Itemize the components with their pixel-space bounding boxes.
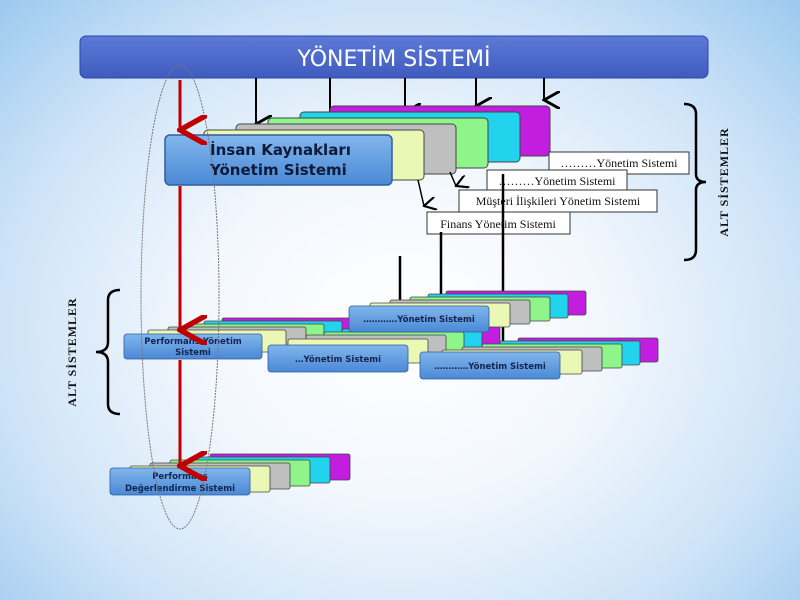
- label-2: ………Yönetim Sistemi: [499, 174, 617, 188]
- right-mgmt-label: …………Yönetim Sistemi: [434, 362, 546, 372]
- label-arrows: [417, 171, 456, 206]
- label-1: ………Yönetim Sistemi: [561, 156, 679, 170]
- perf-eval-line2: Değerlendirme Sistemi: [125, 484, 235, 494]
- mid-mgmt-label: …Yönetim Sistemi: [295, 355, 381, 365]
- highlight-ellipse: [140, 64, 220, 530]
- perf-mgmt-line2: Sistemi: [175, 348, 211, 358]
- level2-stack-top-right: [348, 290, 587, 333]
- label-arrow-finance: [417, 179, 424, 206]
- top-right-mgmt-label: …………Yönetim Sistemi: [363, 315, 475, 325]
- perf-mgmt-line1: Performans Yönetim: [144, 337, 242, 347]
- label-arrow-customer: [449, 171, 456, 186]
- hr-box-line2: Yönetim Sistemi: [209, 161, 347, 179]
- right-mgmt-box: [419, 351, 561, 380]
- left-bracket: [95, 288, 121, 416]
- right-bracket: [683, 102, 707, 262]
- label-finance: Finans Yönetim Sistemi: [440, 217, 556, 231]
- label-box-finance: [426, 211, 571, 235]
- level2-stack-right: [419, 337, 659, 380]
- subsystem-labels: ………Yönetim Sistemi ………Yönetim Sistemi Mü…: [426, 151, 690, 235]
- right-side-label: ALT SİSTEMLER: [717, 127, 731, 236]
- diagram-title: YÖNETİM SİSTEMİ: [296, 46, 490, 72]
- hr-box-line1: İnsan Kaynakları: [210, 140, 351, 159]
- perf-eval-line1: Performans: [152, 472, 208, 482]
- connector-arrows: [256, 78, 544, 124]
- mid-mgmt-box: [267, 344, 409, 373]
- level1-stack: [164, 105, 551, 186]
- hr-management-box: [164, 134, 393, 186]
- top-right-mgmt-box: [348, 305, 490, 333]
- label-customer-relations: Müşteri İlişkileri Yönetim Sistemi: [476, 194, 641, 208]
- left-side-label: ALT SİSTEMLER: [65, 297, 79, 406]
- title-bar: YÖNETİM SİSTEMİ: [79, 35, 709, 79]
